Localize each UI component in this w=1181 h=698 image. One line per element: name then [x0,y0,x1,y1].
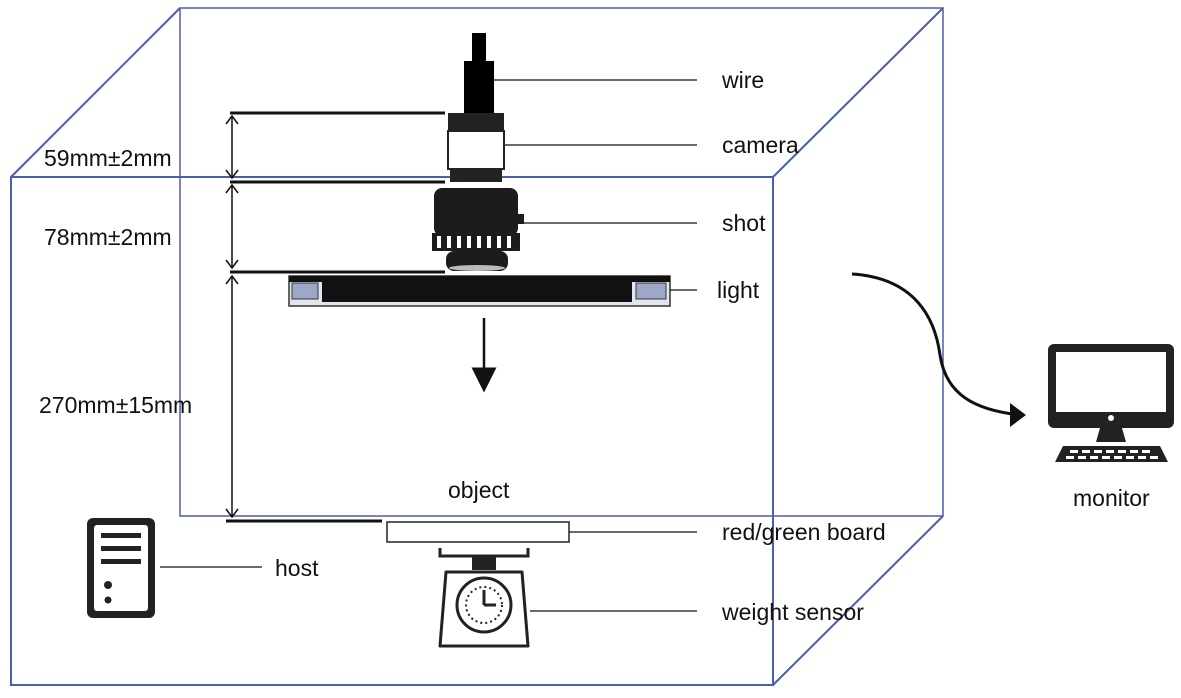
wire-plug [472,33,486,63]
label-host: host [275,555,319,581]
label-light: light [717,277,760,303]
dimension-label-78: 78mm±2mm [44,224,172,250]
dimension-label-270: 270mm±15mm [39,392,192,418]
enclosure-box [10,7,944,686]
lens-barrel [434,188,518,236]
wire-connector [464,61,494,113]
light-left-clip [291,282,319,300]
lens-grip [432,233,520,251]
dimension-label-59: 59mm±2mm [44,145,172,171]
host-computer-icon [87,518,155,618]
data-link-arrowhead [1010,403,1026,427]
weighing-scale-icon [438,548,530,648]
box-back-face [179,7,944,517]
lens-grip-ridges [437,236,511,248]
leader-lines [160,79,697,612]
light-body [322,282,632,302]
label-board: red/green board [722,519,886,545]
camera-body [447,130,505,170]
camera-lower-ring [450,169,502,182]
box-edge-top-right [772,7,944,178]
box-edge-bottom-right [772,515,944,686]
red-green-board [386,521,570,543]
label-wire: wire [721,67,764,93]
light-right-clip [635,282,667,300]
data-link-arrow [851,272,1021,417]
dim-arrow-78 [225,183,239,270]
label-weight-sensor: weight sensor [721,599,864,625]
lens-knob [516,214,524,224]
camera-upper-ring [448,113,504,131]
label-monitor: monitor [1073,485,1150,511]
dim-arrow-59 [225,114,239,180]
lens-glass [449,265,505,271]
label-object: object [448,477,510,503]
dimension-lines [225,111,445,523]
light-panel [288,275,671,307]
light-top-bar [289,276,670,282]
dim-arrow-270 [225,274,239,519]
box-front-face [10,176,774,686]
monitor-icon [1048,344,1174,462]
box-edge-top-left [10,7,181,178]
label-shot: shot [722,210,766,236]
camera-icon [432,33,524,271]
label-camera: camera [722,132,799,158]
